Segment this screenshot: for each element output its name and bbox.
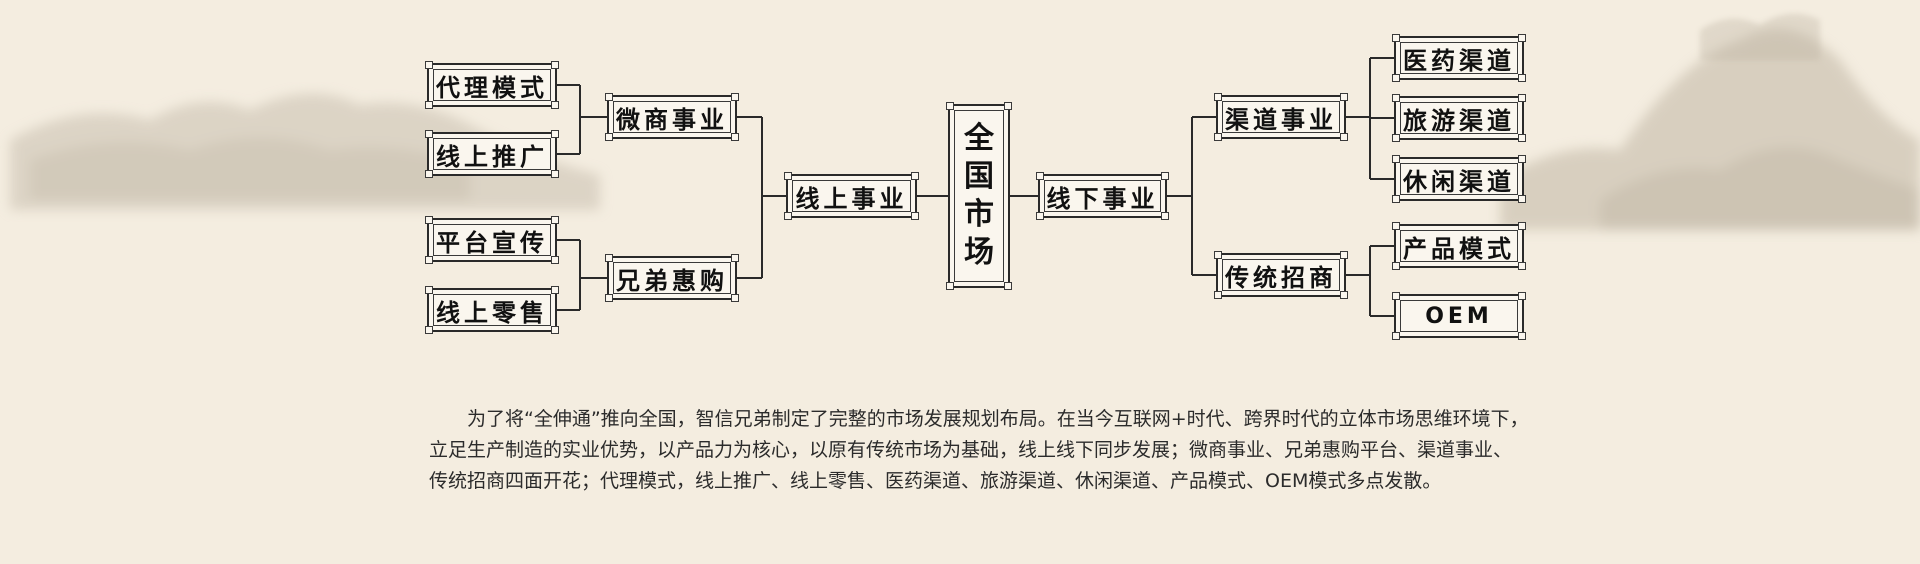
node-product-mode: 产品模式 bbox=[1392, 222, 1526, 270]
node-label: 微商事业 bbox=[616, 104, 728, 134]
node-pharma-channel: 医药渠道 bbox=[1392, 34, 1526, 82]
node-label: 传统招商 bbox=[1225, 262, 1337, 292]
node-label: 休闲渠道 bbox=[1403, 166, 1515, 196]
node-platform-publicity: 平台宣传 bbox=[425, 216, 559, 264]
center-char: 市 bbox=[964, 197, 994, 232]
node-label: OEM bbox=[1425, 303, 1493, 329]
center-char: 场 bbox=[964, 235, 994, 270]
node-wechat-business: 微商事业 bbox=[605, 93, 739, 141]
node-label: 渠道事业 bbox=[1225, 104, 1337, 134]
node-online-business: 线上事业 bbox=[784, 172, 919, 220]
node-channel-business: 渠道事业 bbox=[1214, 93, 1348, 141]
node-label: 医药渠道 bbox=[1403, 45, 1515, 75]
node-online-promotion: 线上推广 bbox=[425, 130, 559, 178]
node-offline-business: 线下事业 bbox=[1036, 172, 1169, 220]
node-leisure-channel: 休闲渠道 bbox=[1392, 155, 1526, 203]
node-label: 线上推广 bbox=[436, 141, 548, 171]
node-traditional-investment: 传统招商 bbox=[1214, 251, 1348, 299]
node-label: 旅游渠道 bbox=[1403, 105, 1515, 135]
left-mountain-painting bbox=[10, 93, 600, 210]
node-label: 产品模式 bbox=[1403, 233, 1515, 263]
node-label: 兄弟惠购 bbox=[616, 265, 728, 295]
node-label: 线下事业 bbox=[1046, 183, 1159, 213]
node-travel-channel: 旅游渠道 bbox=[1392, 94, 1526, 142]
node-oem: OEM bbox=[1392, 292, 1526, 340]
center-node-national-market: 全 国 市 场 bbox=[946, 102, 1012, 290]
node-label: 代理模式 bbox=[436, 72, 548, 102]
center-char: 全 bbox=[964, 121, 994, 156]
node-label: 平台宣传 bbox=[436, 227, 548, 257]
description-paragraph: 为了将“全伸通”推向全国，智信兄弟制定了完整的市场发展规划布局。在当今互联网+时… bbox=[429, 408, 1529, 492]
center-char: 国 bbox=[964, 159, 994, 194]
right-mountain-painting bbox=[1500, 28, 1920, 230]
node-label: 线上事业 bbox=[795, 183, 908, 213]
node-agency-mode: 代理模式 bbox=[425, 61, 559, 109]
node-brothers-purchase: 兄弟惠购 bbox=[605, 254, 739, 302]
node-label: 线上零售 bbox=[436, 297, 548, 327]
node-online-retail: 线上零售 bbox=[425, 286, 559, 334]
